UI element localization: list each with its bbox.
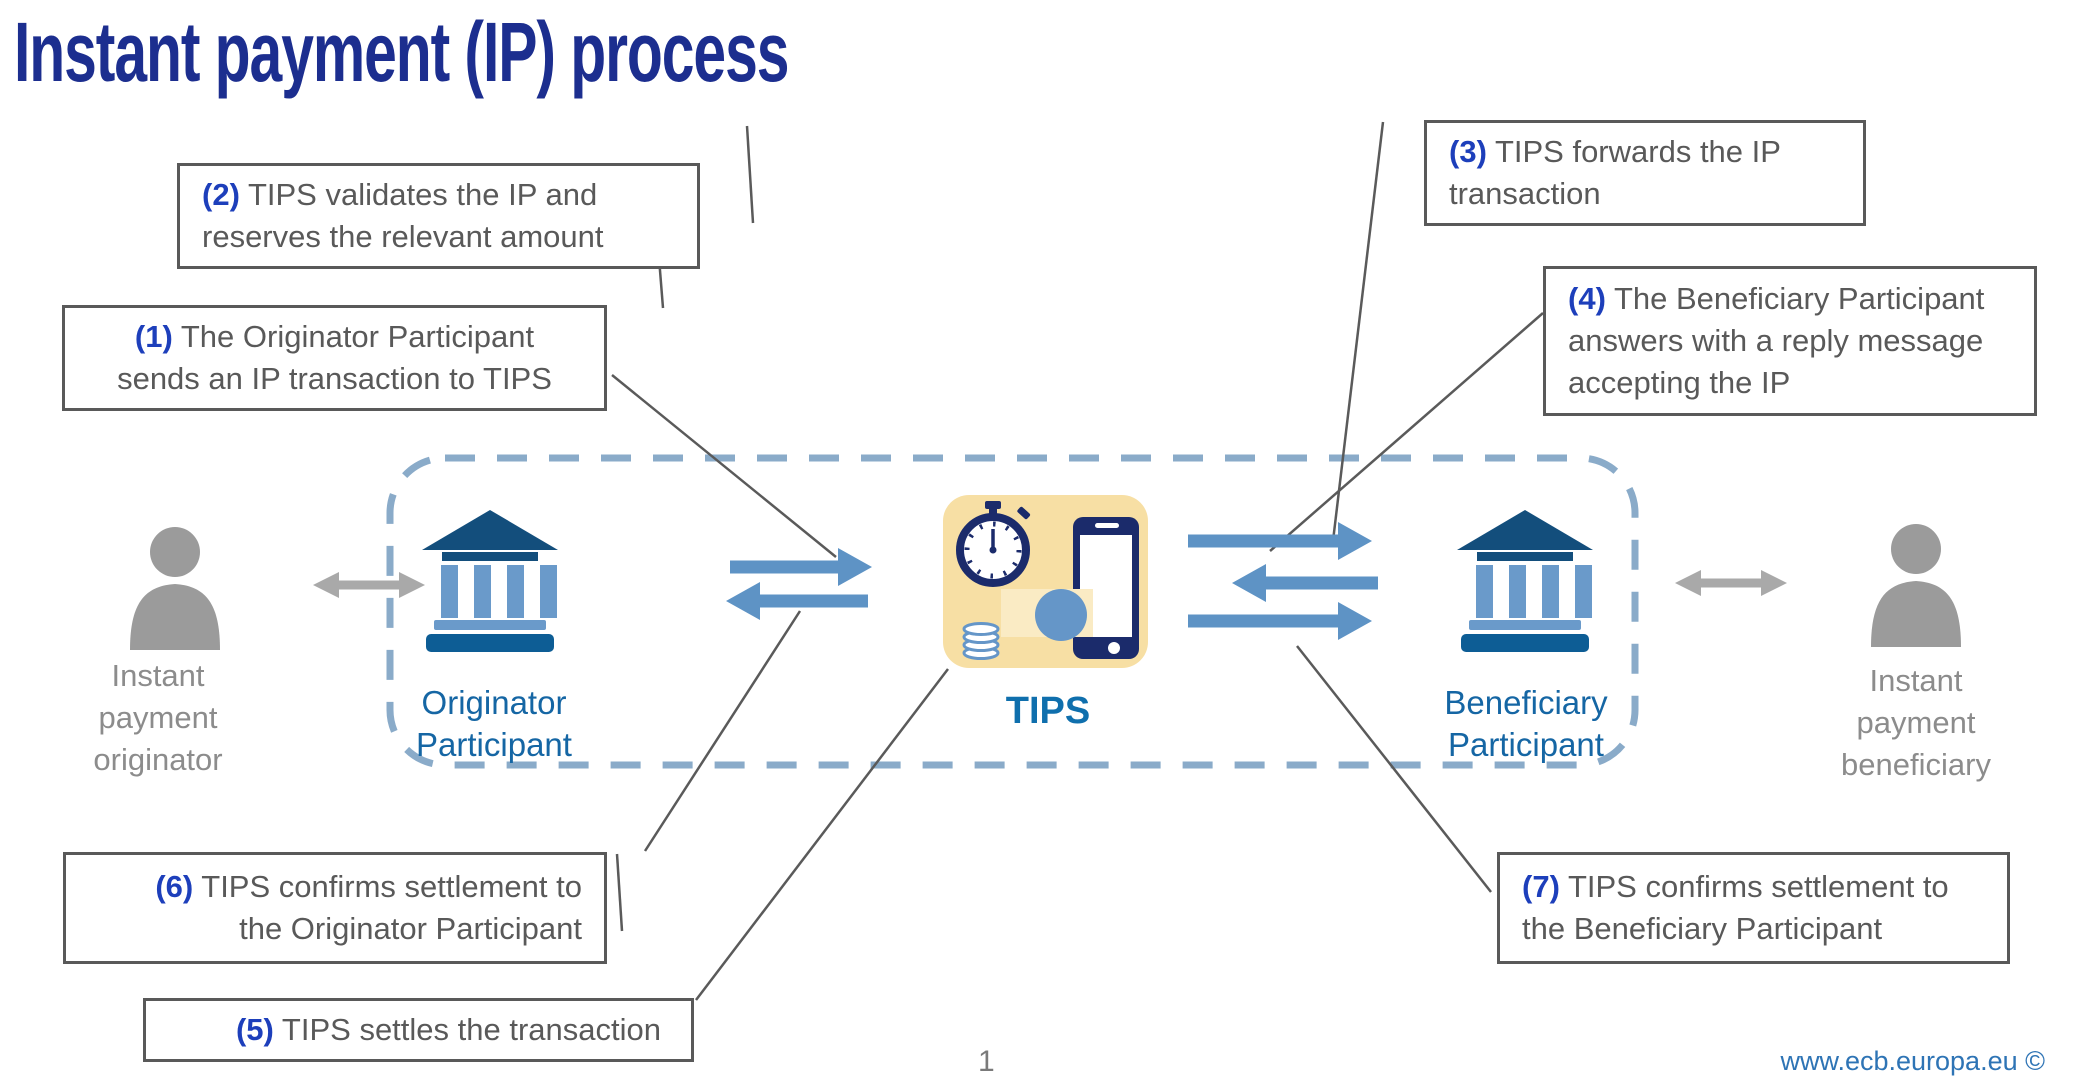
ecb-website-link[interactable]: www.ecb.europa.eu © [1780,1046,2045,1076]
callout-line: TIPS forwards the IP [1486,134,1781,169]
callout-text: (5) TIPS settles the transaction [168,1009,661,1051]
label-line: originator [93,742,223,777]
bank-beneficiary-icon [1457,510,1593,652]
double-arrow-icon [313,572,425,598]
label-line: Instant [1869,663,1963,698]
callout-line: reserves the relevant amount [202,219,604,254]
callout-text: (6) TIPS confirms settlement to [88,866,582,908]
callout-line: answers with a reply message [1568,323,1984,358]
arrow-tips-to-beneficiary-icon [1188,522,1372,560]
person-body [1871,581,1961,647]
customer-bank-arrows [313,570,1787,598]
callout-step-4: (4) The Beneficiary Participant answers … [1543,266,2037,416]
label-line: Participant [1448,726,1604,763]
step-number: (7) [1522,869,1560,904]
callout-text: (1) The Originator Participant [87,316,582,358]
bank-roof [1457,510,1593,550]
callout-text: (3) TIPS forwards the IP [1449,131,1841,173]
callout-text: (2) TIPS validates the IP and [202,174,675,216]
stopwatch-icon [956,501,1031,587]
bank-base [1461,634,1589,652]
person-head [1891,524,1941,574]
step-number: (2) [202,177,240,212]
connector-line [1331,121,1385,542]
connector-lines [611,121,1544,1001]
double-arrow-icon [1675,570,1787,596]
callout-step-3: (3) TIPS forwards the IP transaction [1424,120,1866,226]
callout-step-5: (5) TIPS settles the transaction [143,998,694,1062]
person-body [130,584,220,650]
callout-line: The Originator Participant [172,319,535,354]
label-line: payment [1856,705,1976,740]
person-beneficiary-icon [1871,524,1961,647]
label-originator-participant: Originator Participant [416,682,572,766]
connector-line [745,125,755,224]
person-head [150,527,200,577]
step-number: (1) [134,319,173,354]
smartphone-icon [1073,517,1139,659]
label-line: Participant [416,726,572,763]
label-line: payment [98,700,218,735]
arrow-beneficiary-reply-icon [1232,564,1378,602]
label-ip-originator: Instant payment originator [93,655,222,781]
callout-line: the Beneficiary Participant [1522,911,1883,946]
bank-base [426,634,554,652]
banknote-icon [1001,589,1093,641]
tips-icon [943,495,1148,668]
connector-line [611,374,837,558]
bank-columns [1469,565,1592,630]
callout-line: accepting the IP [1568,365,1791,400]
connector-line [643,610,802,852]
connector-line [1269,312,1544,552]
label-line: Beneficiary [1444,684,1608,721]
coins-icon [962,622,1000,660]
message-arrows [726,522,1378,640]
step-number: (6) [155,869,194,904]
connector-line [1296,645,1492,893]
bank-columns [434,565,557,630]
person-originator-icon [130,527,220,650]
page-number: 1 [978,1045,995,1078]
callout-line: transaction [1449,176,1601,211]
step-number: (5) [235,1012,274,1047]
arrow-originator-to-tips-icon [730,548,872,586]
step-number: (4) [1568,281,1606,316]
callout-line: the Originator Participant [239,911,582,946]
dashed-boundary [386,454,1639,769]
callout-line: TIPS confirms settlement to [1559,869,1949,904]
step-number: (3) [1449,134,1487,169]
connector-line [695,668,949,1001]
callout-line: sends an IP transaction to TIPS [117,361,552,396]
callout-line: TIPS validates the IP and [239,177,598,212]
callout-line: TIPS settles the transaction [273,1012,661,1047]
connector-line [615,853,624,932]
arrow-tips-to-originator-icon [726,582,868,620]
label-line: Instant [111,658,205,693]
bank-originator-icon [422,510,558,652]
label-line: Originator [421,684,567,721]
callout-text: (4) The Beneficiary Participant [1568,278,2012,320]
callout-step-6: (6) TIPS confirms settlement to the Orig… [63,852,607,964]
bank-architrave [1477,552,1573,561]
label-line: beneficiary [1841,747,1991,782]
label-ip-beneficiary: Instant payment beneficiary [1841,660,1991,786]
callout-line: The Beneficiary Participant [1605,281,1985,316]
arrow-tips-confirm-beneficiary-icon [1188,602,1372,640]
bank-architrave [442,552,538,561]
callout-text: (7) TIPS confirms settlement to [1522,866,1985,908]
callout-line: TIPS confirms settlement to [193,869,582,904]
callout-step-7: (7) TIPS confirms settlement to the Bene… [1497,852,2010,964]
callout-step-1: (1) The Originator Participant sends an … [62,305,607,411]
page-title: Instant payment (IP) process [14,5,789,99]
label-tips: TIPS [1005,690,1091,732]
bank-roof [422,510,558,550]
callout-step-2: (2) TIPS validates the IP and reserves t… [177,163,700,269]
label-beneficiary-participant: Beneficiary Participant [1444,682,1607,766]
